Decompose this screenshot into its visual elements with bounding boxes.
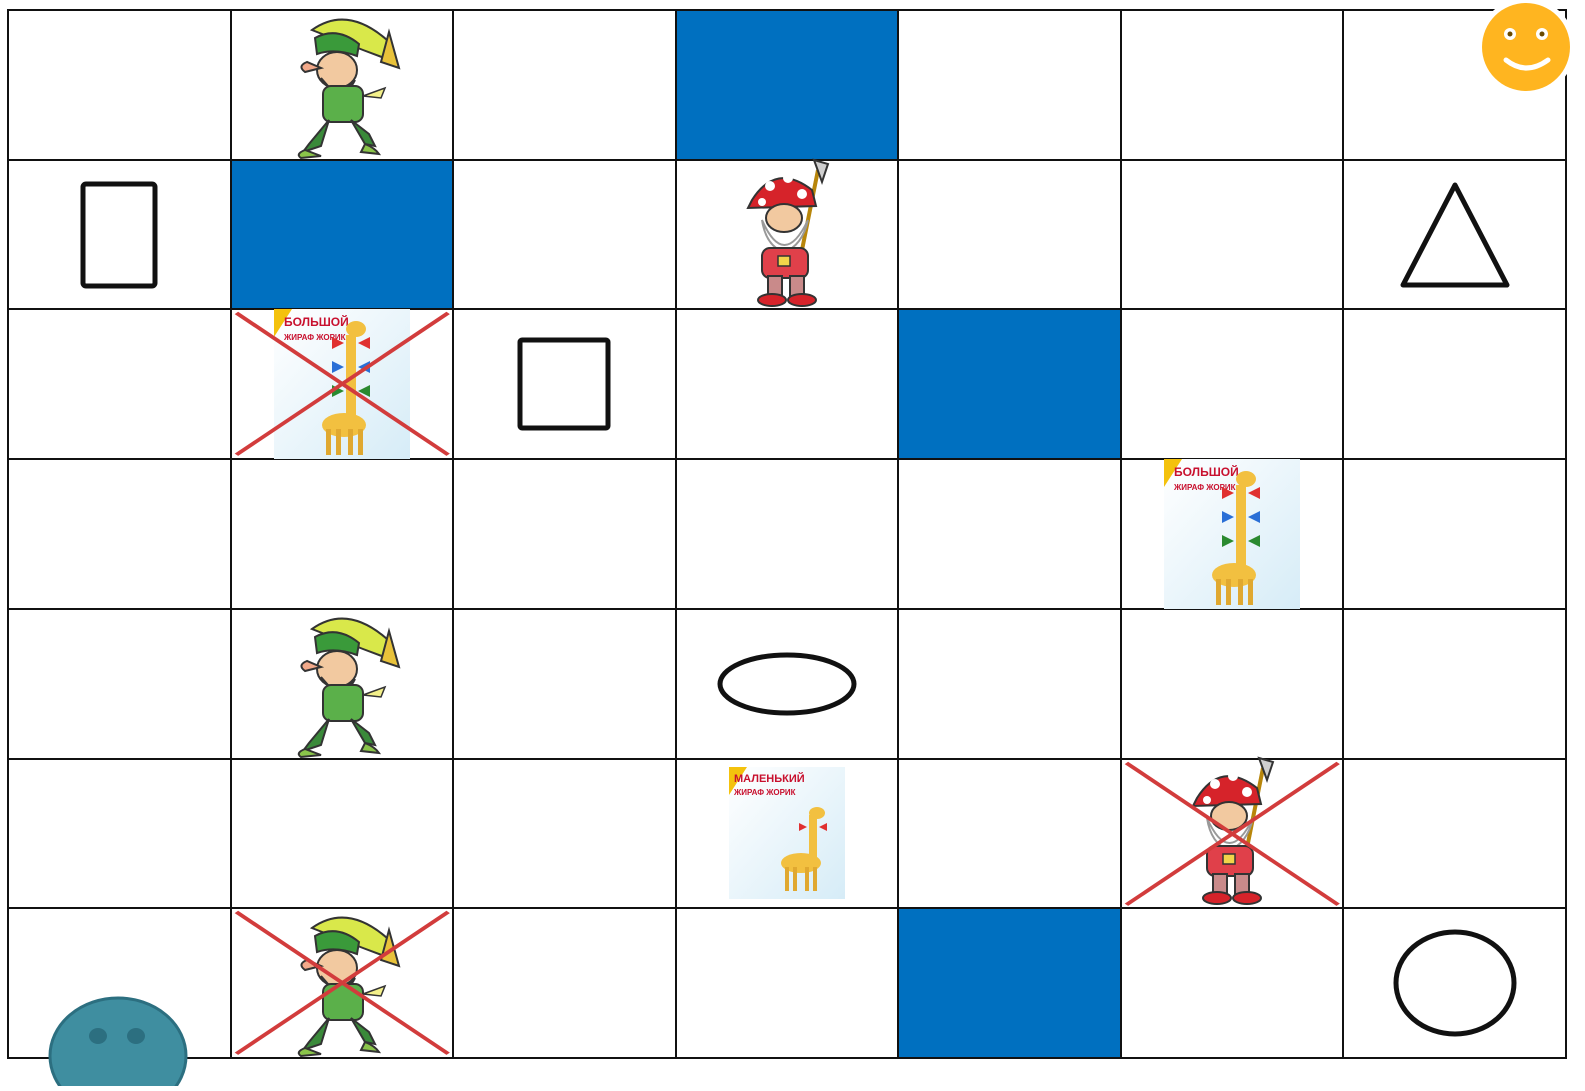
svg-text:МАЛЕНЬКИЙ: МАЛЕНЬКИЙ — [734, 772, 805, 785]
board-cell[interactable] — [232, 460, 455, 610]
board-cell[interactable] — [232, 909, 455, 1059]
small-giraffe-icon: МАЛЕНЬКИЙ ЖИРАФ ЖОРИК — [729, 767, 845, 899]
board-cell[interactable] — [899, 161, 1122, 311]
rectangle-shape — [79, 180, 159, 290]
board-cell[interactable] — [1344, 909, 1567, 1059]
blue-cell[interactable] — [899, 909, 1122, 1059]
board-cell[interactable] — [899, 11, 1122, 161]
board-cell[interactable]: БОЛЬШОЙ ЖИРАФ ЖОРИК — [232, 310, 455, 460]
svg-text:БОЛЬШОЙ: БОЛЬШОЙ — [284, 314, 349, 329]
game-board: БОЛЬШОЙ ЖИРАФ ЖОРИК БОЛЬШОЙ ЖИРАФ ЖОРИК — [7, 9, 1567, 1059]
board-cell[interactable] — [899, 610, 1122, 760]
board-cell[interactable] — [1344, 161, 1567, 311]
green-gnome-icon — [277, 609, 407, 759]
board-cell[interactable]: БОЛЬШОЙ ЖИРАФ ЖОРИК — [1122, 460, 1345, 610]
board-cell[interactable] — [1122, 610, 1345, 760]
board-cell[interactable] — [9, 610, 232, 760]
big-giraffe-icon: БОЛЬШОЙ ЖИРАФ ЖОРИК — [274, 309, 410, 459]
green-gnome-icon — [277, 908, 407, 1058]
board-cell[interactable] — [677, 460, 900, 610]
smiley-face-icon[interactable] — [1473, 0, 1579, 100]
board-cell[interactable] — [1344, 310, 1567, 460]
teal-blob-face-icon[interactable] — [44, 996, 192, 1086]
circle-shape — [1392, 928, 1518, 1038]
board-cell[interactable] — [9, 11, 232, 161]
board-cell[interactable] — [454, 11, 677, 161]
board-cell[interactable] — [454, 310, 677, 460]
board-cell[interactable] — [677, 161, 900, 311]
svg-text:БОЛЬШОЙ: БОЛЬШОЙ — [1174, 464, 1239, 479]
triangle-shape — [1399, 181, 1511, 289]
board-cell[interactable]: МАЛЕНЬКИЙ ЖИРАФ ЖОРИК — [677, 760, 900, 910]
board-cell[interactable] — [9, 161, 232, 311]
board-cell[interactable] — [677, 909, 900, 1059]
board-cell[interactable] — [454, 760, 677, 910]
svg-text:ЖИРАФ ЖОРИК: ЖИРАФ ЖОРИК — [733, 788, 796, 797]
board-cell[interactable] — [1344, 610, 1567, 760]
board-cell[interactable] — [454, 161, 677, 311]
green-gnome-icon — [277, 10, 407, 160]
board-cell[interactable] — [1122, 161, 1345, 311]
board-cell[interactable] — [677, 310, 900, 460]
board-cell[interactable] — [677, 610, 900, 760]
board-cell[interactable] — [454, 909, 677, 1059]
board-cell[interactable] — [1122, 909, 1345, 1059]
board-cell[interactable] — [9, 460, 232, 610]
red-gnome-icon — [1177, 758, 1287, 908]
board-cell[interactable] — [9, 760, 232, 910]
board-cell[interactable] — [1122, 310, 1345, 460]
board-cell[interactable] — [232, 11, 455, 161]
big-giraffe-icon: БОЛЬШОЙ ЖИРАФ ЖОРИК — [1164, 459, 1300, 609]
board-cell[interactable] — [9, 310, 232, 460]
board-cell[interactable] — [1122, 11, 1345, 161]
board-cell[interactable] — [232, 610, 455, 760]
board-cell[interactable] — [899, 760, 1122, 910]
board-cell[interactable] — [232, 760, 455, 910]
board-cell[interactable] — [454, 610, 677, 760]
ellipse-shape — [716, 651, 858, 717]
blue-cell[interactable] — [677, 11, 900, 161]
board-cell[interactable] — [1122, 760, 1345, 910]
board-cell[interactable] — [899, 460, 1122, 610]
board-cell[interactable] — [1344, 760, 1567, 910]
blue-cell[interactable] — [899, 310, 1122, 460]
blue-cell[interactable] — [232, 161, 455, 311]
red-gnome-icon — [732, 160, 842, 310]
board-cell[interactable] — [1344, 460, 1567, 610]
board-cell[interactable] — [454, 460, 677, 610]
square-shape — [516, 336, 612, 432]
